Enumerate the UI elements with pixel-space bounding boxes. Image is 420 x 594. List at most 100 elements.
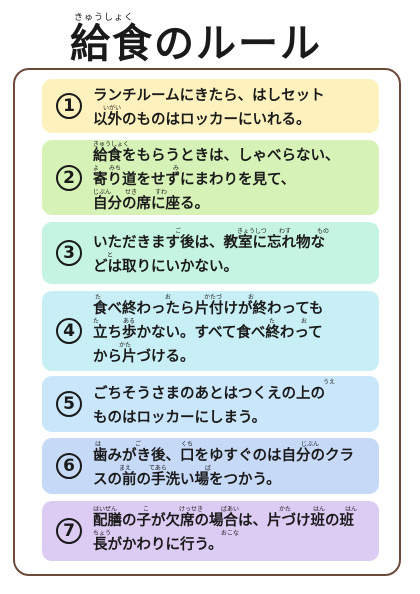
ruby-reading: ある <box>123 318 136 325</box>
rule-line: たおかたづお食べ終わったら片付けが終わっても <box>93 293 369 317</box>
rule-line: よみちみ寄り道をせずにまわりを見て、 <box>93 164 369 188</box>
ruby-row: たおかたづお <box>93 293 369 302</box>
ruby-reading: ご <box>175 228 182 235</box>
rule-text: きゅうしょく給食をもらうときは、しゃべらない、よみちみ寄り道をせずにまわりを見て… <box>93 140 369 212</box>
rule-line-text: 長がかわりに行う。 <box>93 537 223 553</box>
page-title: 給食のルール <box>70 21 322 67</box>
rule-text: はいぜんこけっせきばあいかたはんはん配膳の子が欠席の場合は、片づけ班の班ちょうお… <box>93 505 369 553</box>
rule-text: うえごちそうさまのあとはつくえの上のものはロッカーにしまう。 <box>93 378 369 426</box>
ruby-reading: すわ <box>155 188 168 196</box>
rule-line: じぶん せき すわ自分の席に座る。 <box>93 188 369 212</box>
rule-line-text: 立ち歩かない。すべて食べ終わって <box>93 325 323 341</box>
rule-number: 3 <box>56 240 82 266</box>
ruby-reading: ば <box>205 465 212 472</box>
ruby-row: と <box>93 251 369 260</box>
rule-line-text: 寄り道をせずにまわりを見て、 <box>93 171 296 188</box>
rule-text: ご きょうしつ わす ものいただきます後は、教室に忘れ物なとどは取りにいかない。 <box>93 227 369 275</box>
ruby-reading: てあら <box>149 465 167 472</box>
rule-number: 7 <box>56 518 82 544</box>
rule-line: はごくちじぶん歯みがき後、口をゆすぐのは自分のクラ <box>93 440 369 464</box>
ruby-reading: た <box>95 294 102 301</box>
title-area: きゅうしょく 給食のルール <box>0 6 420 68</box>
rule-line: ちょう おこな長がかわりに行う。 <box>93 529 369 553</box>
ruby-reading: お <box>165 294 172 301</box>
rule-line-text: ごちそうさまのあとはつくえの上の <box>93 386 325 402</box>
rule-number: 4 <box>56 318 82 344</box>
rule-line: とどは取りにいかない。 <box>93 251 369 275</box>
rule-number: 2 <box>56 164 82 191</box>
ruby-row: ちょう おこな <box>93 529 369 538</box>
ruby-row: まえてあらば <box>93 464 369 473</box>
ruby-row: はごくちじぶん <box>93 440 369 449</box>
ruby-row: たあるたお <box>93 317 369 326</box>
ruby-reading: は <box>95 441 102 448</box>
ruby-reading: はん <box>345 506 358 513</box>
ruby-reading: わす <box>279 228 292 235</box>
rule-line: まえてあらばスの前の手洗い場をつかう。 <box>93 464 369 488</box>
ruby-row: うえ <box>93 378 369 387</box>
rule-line: はいぜんこけっせきばあいかたはんはん配膳の子が欠席の場合は、片づけ班の班 <box>93 505 369 529</box>
rule-line: きゅうしょく給食をもらうときは、しゃべらない、 <box>93 140 369 164</box>
ruby-reading: みち <box>109 164 122 172</box>
ruby-row <box>93 80 369 89</box>
ruby-row: きゅうしょく <box>93 140 369 149</box>
ruby-reading: いがい <box>103 105 122 112</box>
ruby-reading: もの <box>317 228 330 235</box>
title-ruby: きゅうしょく <box>74 13 135 23</box>
rule-text: はごくちじぶん歯みがき後、口をゆすぐのは自分のクラまえてあらばスの前の手洗い場を… <box>93 440 369 488</box>
rule-line-text: 歯みがき後、口をゆすぐのは自分のクラ <box>93 448 354 464</box>
ruby-row: よみちみ <box>93 164 369 173</box>
ruby-reading: じぶん <box>93 188 112 196</box>
rule-line-text: いただきます後は、教室に忘れ物な <box>93 235 325 251</box>
rule-line: ご きょうしつ わす ものいただきます後は、教室に忘れ物な <box>93 227 369 251</box>
rules-frame <box>13 68 401 576</box>
rule-line-text: スの前の手洗い場をつかう。 <box>93 472 281 488</box>
ruby-row: ご きょうしつ わす もの <box>93 227 369 236</box>
ruby-row: かた <box>93 341 369 350</box>
rule-line: ランチルームにきたら、はしセット <box>93 80 369 104</box>
rule-text: ランチルームにきたら、はしセットいがい以外のものはロッカーにいれる。 <box>93 80 369 128</box>
rule-line-text: ランチルームにきたら、はしセット <box>93 88 325 104</box>
rule-text: たおかたづお食べ終わったら片付けが終わってもたあるたお立ち歩かない。すべて食べ終… <box>93 293 369 365</box>
rule-line-text: から片づける。 <box>93 349 195 365</box>
ruby-row: はいぜんこけっせきばあいかたはんはん <box>93 505 369 514</box>
ruby-reading: きゅうしょく <box>93 140 130 148</box>
rule-line-text: 自分の席に座る。 <box>93 195 209 212</box>
rule-number: 5 <box>56 391 82 417</box>
rule-line: かたから片づける。 <box>93 341 369 365</box>
ruby-reading: うえ <box>323 379 336 386</box>
rule-line: いがい以外のものはロッカーにいれる。 <box>93 104 369 128</box>
ruby-row <box>93 402 369 411</box>
ruby-reading: み <box>173 164 180 172</box>
ruby-reading: かた <box>279 506 292 513</box>
rule-line: ものはロッカーにしまう。 <box>93 402 369 426</box>
rule-number: 6 <box>56 453 82 479</box>
ruby-reading: ちょう <box>93 530 112 537</box>
rule-line-text: 配膳の子が欠席の場合は、片づけ班の班 <box>93 513 354 529</box>
rule-line: うえごちそうさまのあとはつくえの上の <box>93 378 369 402</box>
rule-card-3: 3 ご きょうしつ わす ものいただきます後は、教室に忘れ物なとどは取りにいかない。 <box>42 222 379 284</box>
rule-number: 1 <box>56 93 82 119</box>
ruby-reading: と <box>107 252 114 259</box>
ruby-reading: きょうしつ <box>237 228 267 235</box>
ruby-reading: こ <box>143 506 150 513</box>
ruby-reading: お <box>301 318 308 325</box>
ruby-reading: くち <box>181 441 194 448</box>
ruby-reading: お <box>248 294 255 301</box>
rule-line-text: 給食をもらうときは、しゃべらない、 <box>93 147 340 164</box>
ruby-row: いがい <box>93 104 369 113</box>
ruby-reading: じぶん <box>301 441 320 448</box>
ruby-reading: かた <box>119 342 132 349</box>
ruby-reading: おこな <box>221 530 240 537</box>
rule-line-text: 以外のものはロッカーにいれる。 <box>93 112 311 128</box>
ruby-reading: た <box>269 318 276 325</box>
rule-line-text: ものはロッカーにしまう。 <box>93 410 267 426</box>
ruby-reading: ばあい <box>221 506 240 513</box>
rule-line-text: どは取りにいかない。 <box>93 259 238 275</box>
rule-line-text: 食べ終わったら片付けが終わっても <box>93 301 324 317</box>
ruby-reading: せき <box>125 188 138 196</box>
